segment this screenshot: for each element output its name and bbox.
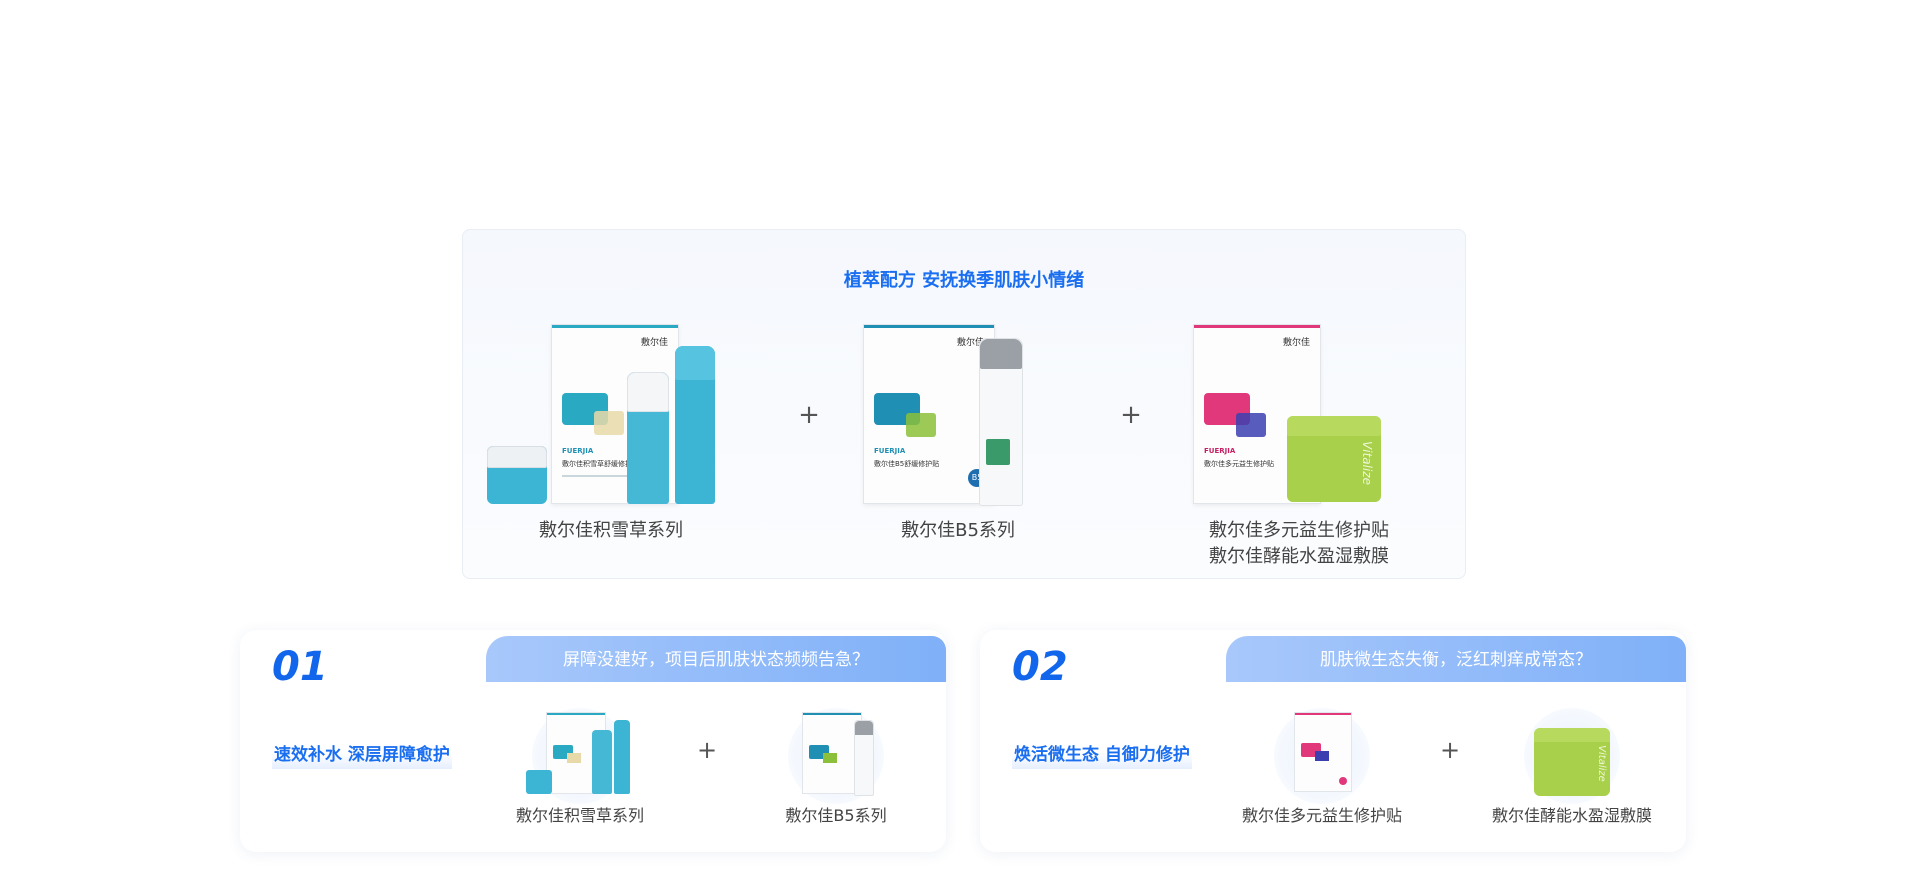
product-box-image: 敷尔佳 FUERJIA 敷尔佳多元益生修护贴 xyxy=(1193,324,1321,504)
serum-bottle-image xyxy=(675,346,715,504)
product-thumb-b5[interactable] xyxy=(776,700,896,810)
box-series-text: FUERJIA xyxy=(562,447,594,455)
product-label: 敷尔佳酵能水盈湿敷膜 xyxy=(1491,806,1652,825)
product-label-centella: 敷尔佳积雪草系列 xyxy=(511,518,711,544)
product-label: 敷尔佳B5系列 xyxy=(785,806,887,825)
product-probiotic-and-mask[interactable]: 敷尔佳 FUERJIA 敷尔佳多元益生修护贴 Vitalize xyxy=(1183,324,1403,514)
card-tab: 肌肤微生态失衡，泛红刺痒成常态？ xyxy=(1226,636,1686,686)
plus-icon: + xyxy=(1120,400,1142,430)
product-thumb-mask[interactable]: Vitalize xyxy=(1512,700,1632,810)
label-line: 敷尔佳酵能水盈湿敷膜 xyxy=(1209,546,1389,567)
box-series-text: FUERJIA xyxy=(1204,447,1236,455)
plus-icon: + xyxy=(1440,736,1461,764)
product-label-probiotic: 敷尔佳多元益生修护贴 敷尔佳酵能水盈湿敷膜 xyxy=(1199,518,1399,570)
card-slogan: 焕活微生态 自御力修护 xyxy=(1012,736,1192,769)
label-line: 敷尔佳B5系列 xyxy=(901,520,1015,541)
label-line: 敷尔佳积雪草系列 xyxy=(539,520,683,541)
card-tab: 屏障没建好，项目后肌肤状态频频告急？ xyxy=(486,636,946,686)
box-product-name: 敷尔佳B5舒缓修护贴 xyxy=(874,460,940,468)
product-label: 敷尔佳多元益生修护贴 xyxy=(1242,806,1403,825)
box-product-name: 敷尔佳积雪草舒缓修护贴 xyxy=(562,460,639,468)
product-box-image: 敷尔佳 FUERJIA 敷尔佳B5舒缓修护贴 B5 xyxy=(863,324,995,504)
box-brand-text: 敷尔佳 xyxy=(640,338,668,348)
box-brand-text: 敷尔佳 xyxy=(1282,338,1310,348)
card-number: 01 xyxy=(272,644,328,690)
scenario-card-02: 肌肤微生态失衡，泛红刺痒成常态？ 02 焕活微生态 自御力修护 敷尔佳多元益生修… xyxy=(980,630,1686,852)
card-number: 02 xyxy=(1012,644,1068,690)
product-thumb-centella[interactable] xyxy=(520,700,640,810)
panel-title: 植萃配方 安抚换季肌肤小情绪 xyxy=(843,270,1085,291)
scenario-card-01: 屏障没建好，项目后肌肤状态频频告急？ 01 速效补水 深层屏障愈护 敷尔佳积雪草… xyxy=(240,630,946,852)
product-b5-series[interactable]: 敷尔佳 FUERJIA 敷尔佳B5舒缓修护贴 B5 xyxy=(853,324,1063,514)
toner-bottle-image xyxy=(627,372,669,504)
product-label: 敷尔佳积雪草系列 xyxy=(515,806,644,825)
plus-icon: + xyxy=(697,736,718,764)
box-product-name: 敷尔佳多元益生修护贴 xyxy=(1204,460,1274,468)
product-label-b5: 敷尔佳B5系列 xyxy=(858,518,1058,544)
box-brand-text: 敷尔佳 xyxy=(956,338,984,348)
mask-jar-image: Vitalize xyxy=(1287,416,1381,502)
jar-brand-text: Vitalize xyxy=(1360,441,1375,485)
box-series-text: FUERJIA xyxy=(874,447,906,455)
plus-icon: + xyxy=(798,400,820,430)
spray-bottle-image xyxy=(979,338,1023,506)
card-slogan: 速效补水 深层屏障愈护 xyxy=(272,736,452,769)
jar-brand-text: Vitalize xyxy=(1596,745,1608,782)
card-tab-text: 肌肤微生态失衡，泛红刺痒成常态？ xyxy=(1320,650,1592,670)
featured-products-panel: 植萃配方 安抚换季肌肤小情绪 敷尔佳 FUERJIA 敷尔佳积雪草舒缓修护贴 敷… xyxy=(462,229,1466,579)
label-line: 敷尔佳多元益生修护贴 xyxy=(1209,520,1389,541)
card-tab-text: 屏障没建好，项目后肌肤状态频频告急？ xyxy=(563,650,869,670)
cream-jar-image xyxy=(487,446,547,504)
product-thumb-probiotic[interactable] xyxy=(1262,700,1382,810)
product-centella-series[interactable]: 敷尔佳 FUERJIA 敷尔佳积雪草舒缓修护贴 xyxy=(487,324,747,514)
